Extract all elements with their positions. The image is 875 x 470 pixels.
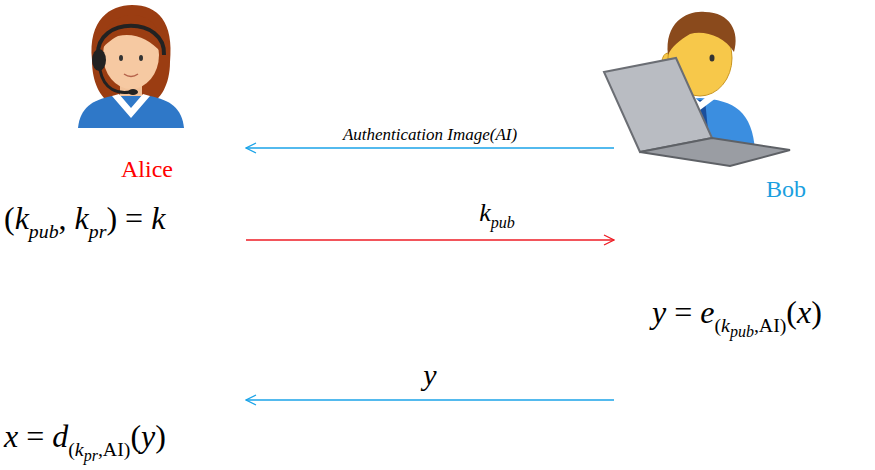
message-label: Authentication Image(AI) bbox=[343, 124, 517, 146]
message-label: kpub bbox=[479, 196, 515, 230]
text-run: , bbox=[59, 200, 75, 236]
text-run: x bbox=[4, 418, 18, 454]
text-run: ) = bbox=[106, 200, 151, 236]
formula-label: (kpub, kpr) = k bbox=[4, 198, 165, 240]
message-arrow bbox=[246, 147, 614, 148]
text-run: y bbox=[652, 294, 666, 330]
text-run: k bbox=[75, 438, 84, 460]
text-run: k bbox=[15, 200, 29, 236]
text-run: y bbox=[141, 418, 155, 454]
message-arrow bbox=[246, 399, 614, 400]
message-label: y bbox=[423, 355, 436, 394]
text-run: ,AI) bbox=[754, 314, 786, 336]
text-run: ( bbox=[130, 418, 141, 454]
text-run: k bbox=[151, 200, 165, 236]
text-run: ( bbox=[786, 294, 797, 330]
text-run: d bbox=[52, 418, 68, 454]
text-run: k bbox=[721, 314, 730, 336]
party-name: Bob bbox=[766, 174, 806, 205]
text-run: k bbox=[479, 198, 491, 227]
formula-label: x = d(kpr,AI)(y) bbox=[4, 416, 166, 458]
alice-party: Alice bbox=[60, 0, 246, 192]
text-run: ,AI) bbox=[98, 438, 130, 460]
text-run: ) bbox=[155, 418, 166, 454]
party-name: Alice bbox=[121, 154, 173, 185]
text-run: k bbox=[75, 200, 89, 236]
text-run: e bbox=[700, 294, 714, 330]
text-run: ( bbox=[714, 314, 721, 336]
text-run: ) bbox=[811, 294, 822, 330]
text-run: pr bbox=[84, 447, 98, 464]
bob-icon bbox=[604, 12, 790, 166]
formula-label: y = e(kpub,AI)(x) bbox=[652, 292, 822, 334]
text-run: pub bbox=[491, 214, 515, 231]
text-run: = bbox=[18, 418, 52, 454]
text-run: pr bbox=[89, 220, 107, 242]
bob-party: Bob bbox=[614, 5, 844, 211]
message-arrow bbox=[246, 239, 614, 240]
text-run: pub bbox=[29, 220, 59, 242]
text-run: pub bbox=[730, 323, 754, 340]
text-run: ( bbox=[68, 438, 75, 460]
alice-icon bbox=[78, 5, 184, 128]
text-run: x bbox=[797, 294, 811, 330]
text-run: ( bbox=[4, 200, 15, 236]
text-run: = bbox=[666, 294, 700, 330]
